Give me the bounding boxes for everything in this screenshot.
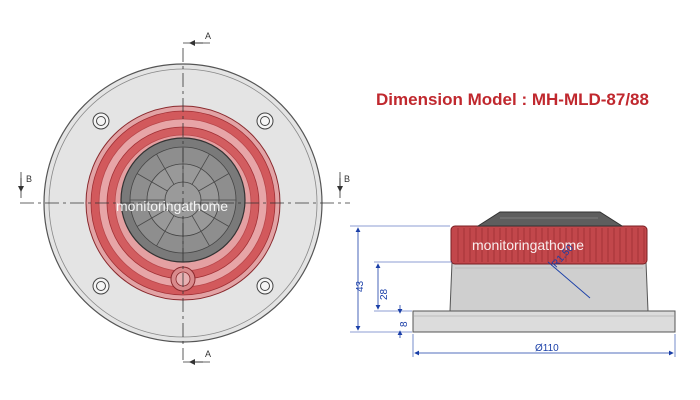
dome-segment-line — [156, 153, 175, 185]
height-43-label: 43 — [355, 280, 366, 292]
section-b-left-label: B — [26, 174, 32, 184]
radius-leader — [547, 261, 591, 299]
watermark-side: monitoringathome — [472, 237, 584, 253]
section-a-top-label: A — [205, 31, 211, 41]
section-b-right-label: B — [344, 174, 350, 184]
section-a-bottom-label: A — [205, 349, 211, 359]
height-8-label: 8 — [399, 321, 410, 327]
housing-body — [449, 261, 649, 312]
base-plate — [412, 310, 676, 333]
dome-segment-line — [191, 153, 210, 185]
model-title: Dimension Model : MH-MLD-87/88 — [376, 90, 649, 109]
height-28-label: 28 — [379, 288, 390, 300]
dome-segment-line — [136, 173, 168, 192]
dome-segment-line — [198, 173, 230, 192]
sensor-dome-side — [476, 211, 624, 227]
diameter-label: Ø110 — [535, 343, 559, 354]
screw-holes — [92, 112, 274, 295]
watermark-top: monitoringathome — [116, 198, 228, 214]
side-view: monitoringathome R1.50 43 28 8 Ø110 — [350, 211, 676, 357]
top-view: A A B B monitoringathome — [18, 31, 350, 365]
dome-segment-line — [156, 215, 175, 247]
dome-segment-line — [136, 208, 168, 227]
dome-segment-line — [198, 208, 230, 227]
dome-segment-line — [191, 215, 210, 247]
